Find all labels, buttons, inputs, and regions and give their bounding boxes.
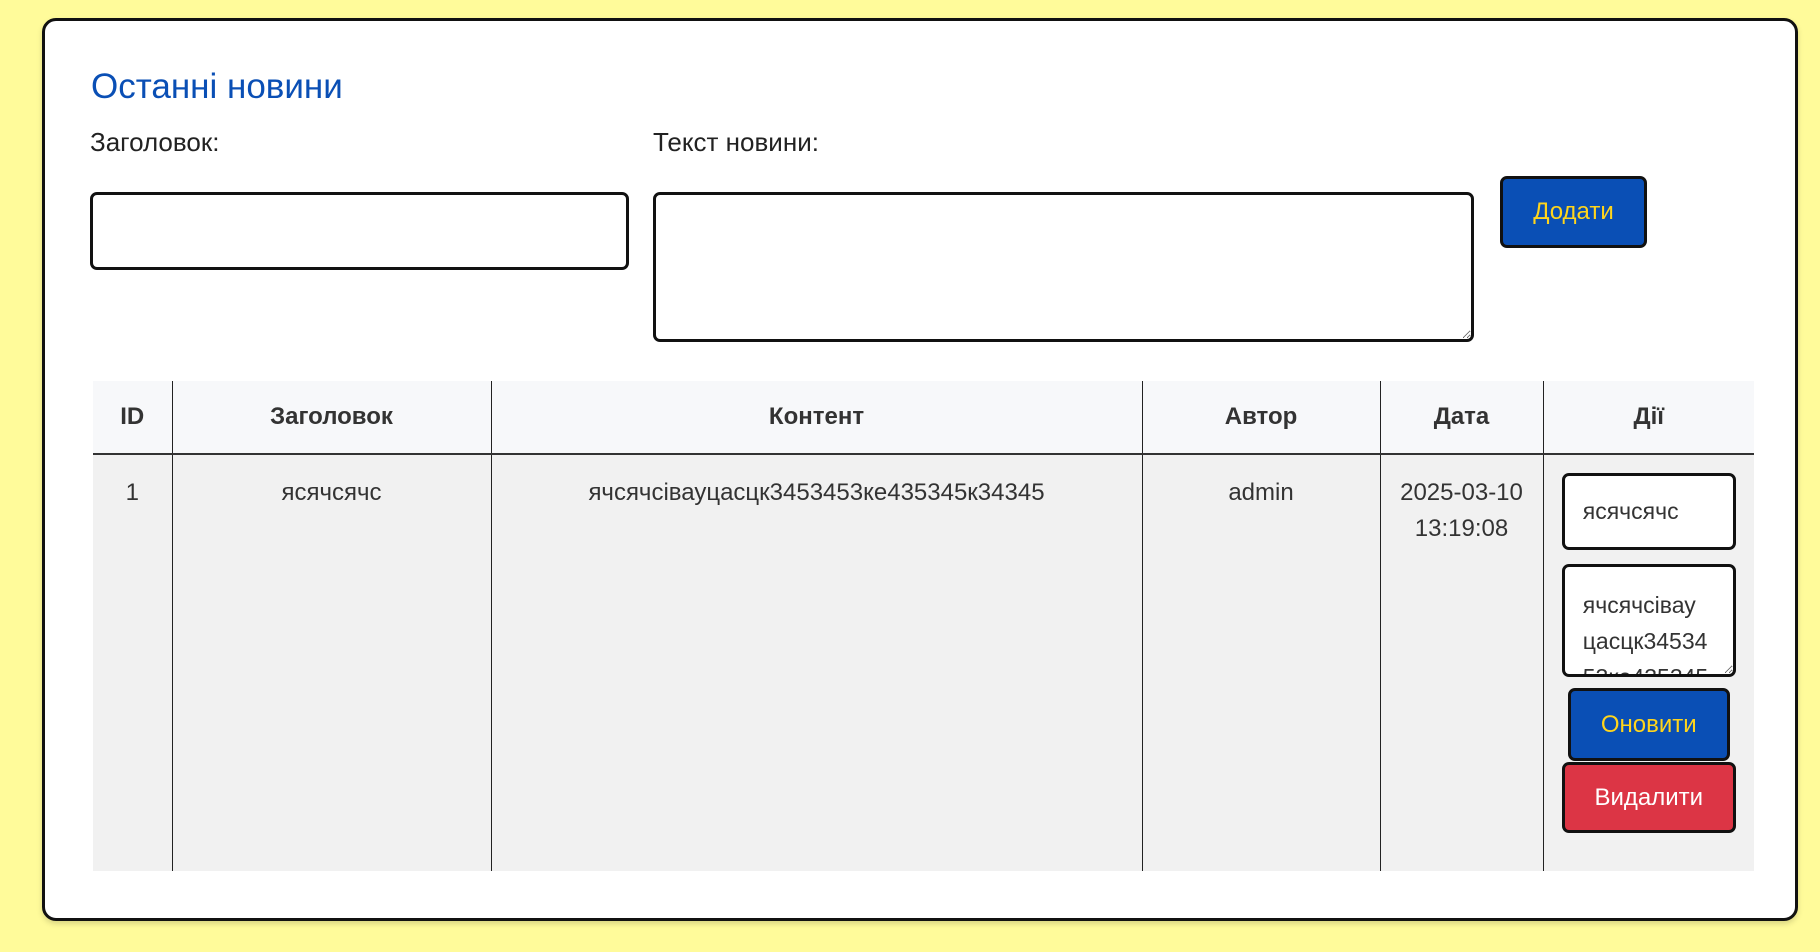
news-table: ID Заголовок Контент Автор Дата Дії 1 яс… (93, 381, 1754, 871)
text-label: Текст новини: (653, 127, 819, 157)
edit-title-input[interactable] (1561, 473, 1736, 550)
cell-author: admin (1141, 454, 1380, 871)
cell-title: ясячсячс (171, 454, 491, 871)
update-button[interactable]: Оновити (1567, 688, 1730, 761)
delete-button[interactable]: Видалити (1561, 762, 1736, 833)
title-label: Заголовок: (90, 127, 220, 157)
page-title: Останні новини (91, 67, 343, 106)
header-date: Дата (1379, 381, 1543, 455)
cell-actions: ячсячсівауцасцк3453453ке435345к34345 Оно… (1542, 454, 1754, 871)
title-input[interactable] (90, 192, 629, 270)
header-actions: Дії (1542, 381, 1754, 455)
cell-date: 2025-03-10 13:19:08 (1379, 454, 1543, 871)
add-button[interactable]: Додати (1500, 176, 1647, 248)
news-text-input[interactable] (653, 192, 1474, 342)
cell-id: 1 (93, 454, 172, 871)
table-row: 1 ясячсячс ячсячсівауцасцк3453453ке43534… (93, 454, 1754, 871)
table-header-row: ID Заголовок Контент Автор Дата Дії (93, 381, 1754, 455)
row-actions: ячсячсівауцасцк3453453ке435345к34345 Оно… (1552, 473, 1747, 833)
cell-content: ячсячсівауцасцк3453453ке435345к34345 (490, 454, 1142, 871)
header-author: Автор (1141, 381, 1380, 455)
header-title: Заголовок (171, 381, 491, 455)
header-id: ID (93, 381, 172, 455)
news-panel: Останні новини Заголовок: Текст новини: … (42, 18, 1798, 921)
header-content: Контент (490, 381, 1142, 455)
edit-content-textarea[interactable]: ячсячсівауцасцк3453453ке435345к34345 (1561, 564, 1736, 677)
